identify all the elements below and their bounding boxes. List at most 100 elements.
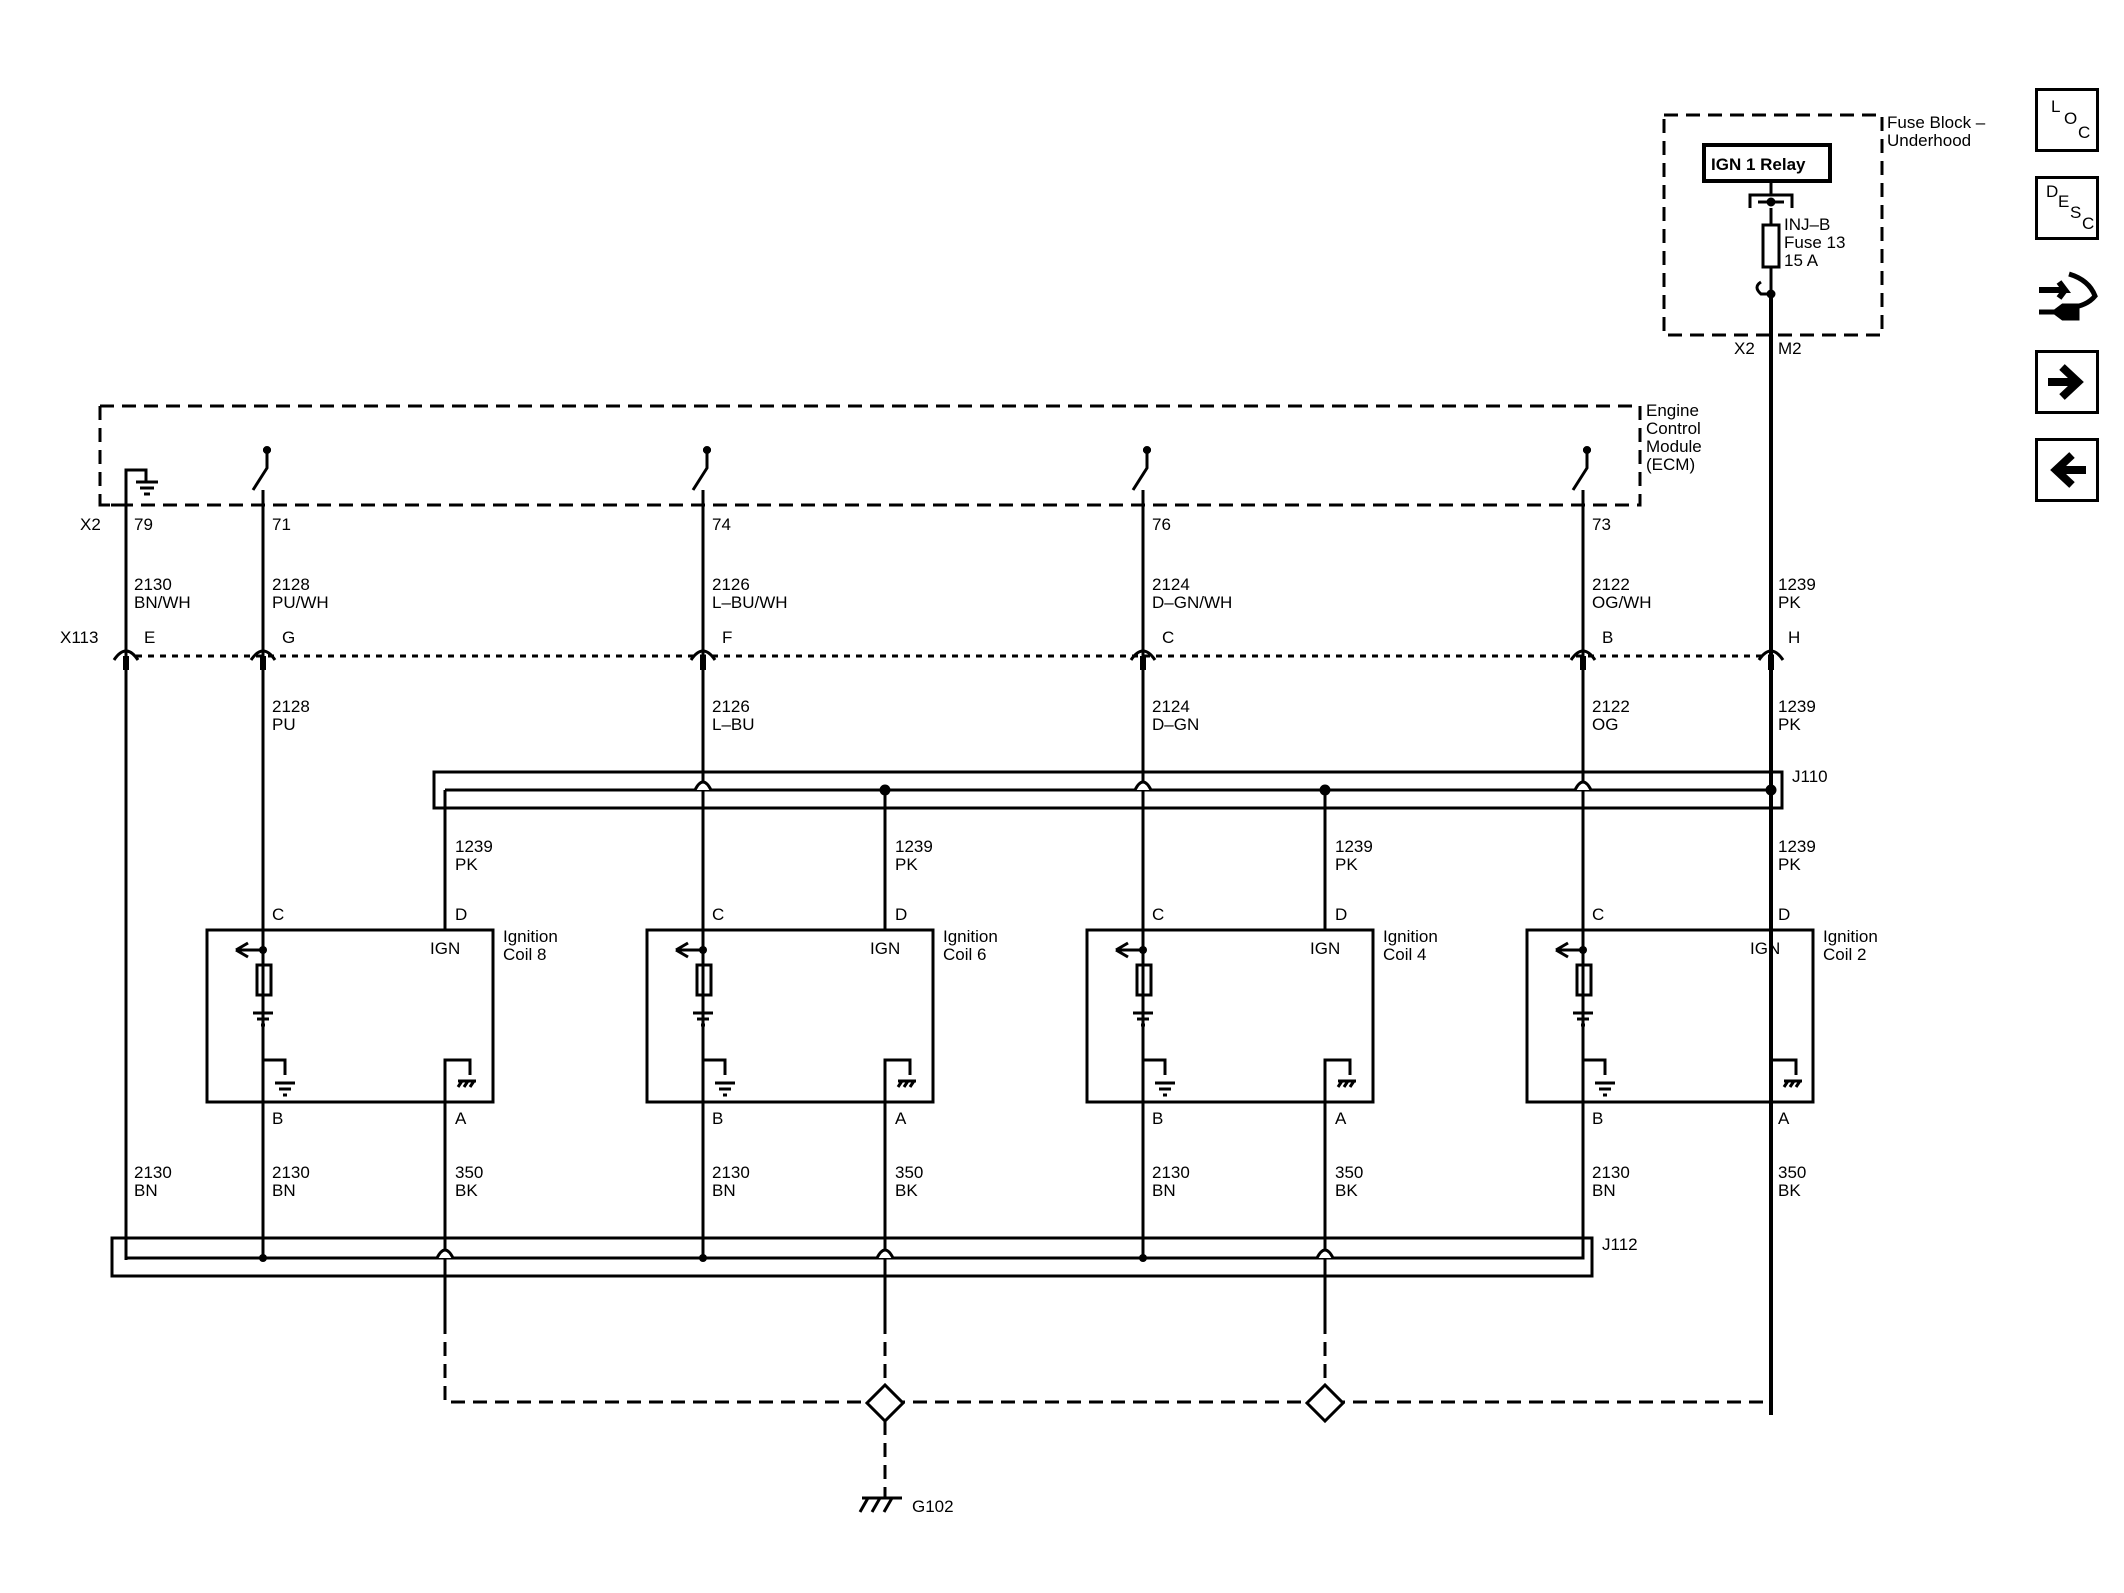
desc-letter-c: C (2082, 214, 2095, 233)
svg-text:2124: 2124 (1152, 697, 1190, 716)
previous-page-button[interactable] (2035, 438, 2099, 502)
svg-text:C: C (1592, 905, 1604, 924)
svg-text:BN: BN (1152, 1181, 1176, 1200)
svg-text:C: C (272, 905, 284, 924)
svg-text:BN: BN (134, 1181, 158, 1200)
j112-label: J112 (1602, 1235, 1638, 1254)
svg-text:2130: 2130 (712, 1163, 750, 1182)
svg-text:E: E (144, 628, 155, 647)
svg-text:PK: PK (455, 855, 478, 874)
loc-button[interactable]: L O C (2035, 88, 2099, 152)
g102-label: G102 (912, 1497, 954, 1516)
fuse-label-1: INJ–B (1784, 215, 1830, 234)
ecm-name-4: (ECM) (1646, 455, 1695, 474)
previous-arrow-icon (2050, 452, 2086, 488)
svg-text:D: D (1335, 905, 1347, 924)
svg-text:PK: PK (1335, 855, 1358, 874)
svg-text:A: A (1778, 1109, 1790, 1128)
svg-text:BN: BN (1592, 1181, 1616, 1200)
svg-text:IGN: IGN (1750, 939, 1780, 958)
desc-button[interactable]: D E S C (2035, 176, 2099, 240)
ecm-outline (98, 404, 1642, 507)
ecm-pin-74: 74 (712, 515, 731, 534)
svg-text:D–GN: D–GN (1152, 715, 1199, 734)
svg-text:2126: 2126 (712, 575, 750, 594)
svg-text:D–GN/WH: D–GN/WH (1152, 593, 1232, 612)
svg-text:Ignition: Ignition (503, 927, 558, 946)
svg-text:F: F (722, 628, 732, 647)
svg-text:IGN: IGN (870, 939, 900, 958)
svg-text:PK: PK (1778, 855, 1801, 874)
fuse-block-name-1: Fuse Block – (1887, 113, 1986, 132)
svg-text:PU/WH: PU/WH (272, 593, 329, 612)
ecm-pin-76: 76 (1152, 515, 1171, 534)
svg-text:Ignition: Ignition (943, 927, 998, 946)
svg-text:PK: PK (1778, 593, 1801, 612)
desc-letter-e: E (2058, 192, 2070, 211)
svg-text:Ignition: Ignition (1383, 927, 1438, 946)
ecm-name-1: Engine (1646, 401, 1699, 420)
next-arrow-icon (2048, 364, 2084, 400)
loc-letter-o: O (2064, 109, 2078, 128)
svg-text:2130: 2130 (272, 1163, 310, 1182)
svg-text:OG: OG (1592, 715, 1618, 734)
coil-6-body (645, 928, 935, 1104)
svg-text:PK: PK (895, 855, 918, 874)
ecm-pin-71: 71 (272, 515, 291, 534)
svg-text:A: A (455, 1109, 467, 1128)
svg-text:BK: BK (455, 1181, 478, 1200)
fuse-block-name-2: Underhood (1887, 131, 1971, 150)
svg-text:BK: BK (1335, 1181, 1358, 1200)
svg-text:IGN: IGN (430, 939, 460, 958)
connector-view-icon[interactable] (2035, 266, 2099, 330)
svg-text:BK: BK (895, 1181, 918, 1200)
svg-text:D: D (895, 905, 907, 924)
fuse-symbol (1761, 223, 1781, 269)
svg-text:IGN: IGN (1310, 939, 1340, 958)
svg-text:Coil 8: Coil 8 (503, 945, 546, 964)
svg-text:Coil 4: Coil 4 (1383, 945, 1426, 964)
svg-text:PK: PK (1778, 715, 1801, 734)
svg-text:2130: 2130 (1152, 1163, 1190, 1182)
coil-8-body (205, 928, 495, 1104)
ecm-connector: X2 (80, 515, 101, 534)
svg-text:C: C (712, 905, 724, 924)
fuse-label-3: 15 A (1784, 251, 1819, 270)
svg-text:G: G (282, 628, 295, 647)
ign1-relay-box (1702, 143, 1832, 183)
svg-text:1239: 1239 (455, 837, 493, 856)
x113-label: X113 (60, 628, 98, 647)
svg-text:2126: 2126 (712, 697, 750, 716)
next-page-button[interactable] (2035, 350, 2099, 414)
svg-text:D: D (1778, 905, 1790, 924)
svg-text:350: 350 (1335, 1163, 1363, 1182)
svg-text:1239: 1239 (1335, 837, 1373, 856)
svg-text:OG/WH: OG/WH (1592, 593, 1652, 612)
x113-pin-labels: E G F C B H (144, 628, 1800, 647)
svg-text:2130: 2130 (1592, 1163, 1630, 1182)
loc-letter-c: C (2078, 123, 2091, 142)
svg-text:1239: 1239 (1778, 575, 1816, 594)
svg-text:Coil 6: Coil 6 (943, 945, 986, 964)
loc-letter-l: L (2051, 97, 2061, 116)
svg-text:Coil 2: Coil 2 (1823, 945, 1866, 964)
fuse-label-2: Fuse 13 (1784, 233, 1845, 252)
svg-text:1239: 1239 (1778, 837, 1816, 856)
svg-text:B: B (1152, 1109, 1163, 1128)
coil-2-body (1525, 928, 1815, 1104)
svg-text:B: B (712, 1109, 723, 1128)
svg-text:BK: BK (1778, 1181, 1801, 1200)
svg-text:BN/WH: BN/WH (134, 593, 191, 612)
svg-text:D: D (455, 905, 467, 924)
ecm-pin-79: 79 (134, 515, 153, 534)
svg-text:Ignition: Ignition (1823, 927, 1878, 946)
svg-text:2128: 2128 (272, 575, 310, 594)
svg-text:B: B (1602, 628, 1613, 647)
svg-text:2128: 2128 (272, 697, 310, 716)
svg-text:A: A (895, 1109, 907, 1128)
desc-letter-d: D (2046, 182, 2059, 201)
